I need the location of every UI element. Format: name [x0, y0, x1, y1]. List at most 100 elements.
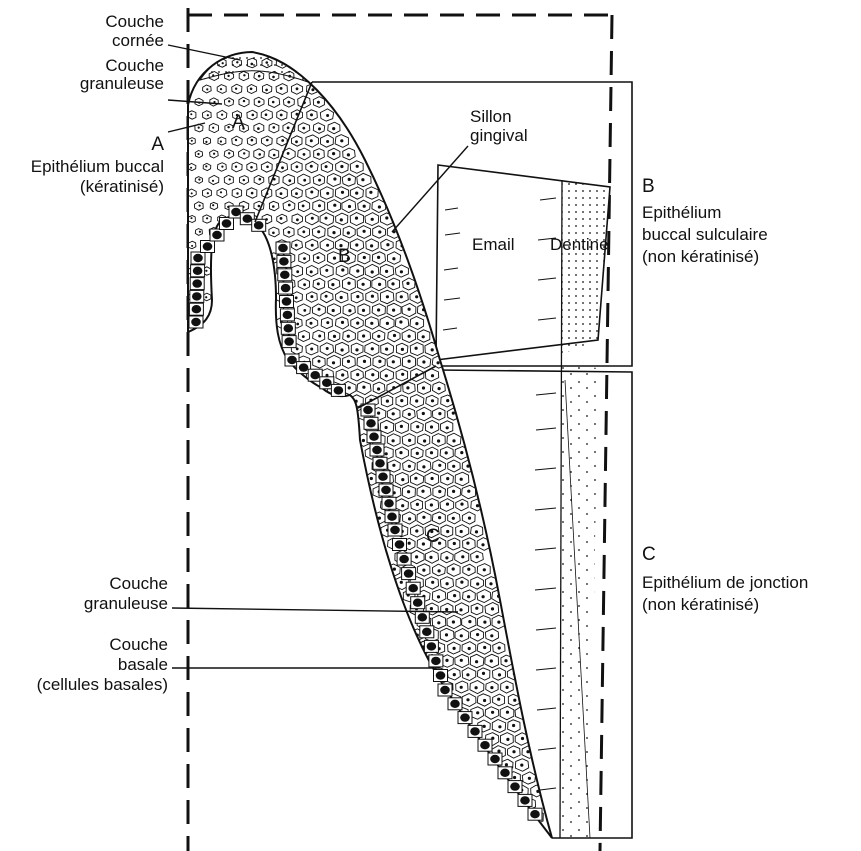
cell-nucleus: [348, 386, 351, 389]
cell-nucleus: [452, 465, 455, 468]
cell-nucleus: [483, 621, 486, 624]
cell-nucleus: [205, 165, 207, 167]
label-epithelium-buccal: Epithélium buccal: [31, 157, 164, 176]
cell-nucleus: [377, 256, 380, 259]
cell-nucleus: [445, 633, 448, 636]
basal-cell-nucleus: [369, 433, 379, 441]
basal-cell-nucleus: [203, 242, 213, 250]
cell-nucleus: [302, 205, 305, 208]
cell-nucleus: [415, 322, 418, 325]
basal-cell-nucleus: [372, 446, 382, 454]
basal-cell-nucleus: [404, 569, 414, 577]
cell-nucleus: [318, 127, 321, 130]
cell-nucleus: [341, 373, 344, 376]
cell-nucleus: [408, 360, 411, 363]
cell-nucleus: [400, 425, 403, 428]
cell-nucleus: [445, 608, 448, 611]
dentine-lower: [560, 365, 598, 838]
cell-nucleus: [295, 192, 298, 195]
cell-nucleus: [369, 191, 372, 194]
cell-nucleus: [460, 686, 463, 689]
cell-nucleus: [392, 309, 395, 312]
cell-nucleus: [422, 516, 425, 519]
cell-nucleus: [438, 490, 441, 493]
cell-nucleus: [362, 386, 365, 389]
cell-nucleus: [475, 607, 478, 610]
cell-nucleus: [423, 439, 426, 442]
cell-nucleus: [318, 308, 321, 311]
cell-nucleus: [205, 141, 207, 143]
cell-nucleus: [408, 335, 411, 338]
cell-nucleus: [445, 659, 448, 662]
cell-nucleus: [393, 568, 396, 571]
cell-nucleus: [408, 439, 411, 442]
cell-nucleus: [362, 309, 365, 312]
basal-cell-nucleus: [322, 379, 332, 387]
cell-nucleus: [468, 620, 471, 623]
label-couche-cornee-1: Couche: [105, 12, 164, 31]
leader-couche-cornee: [168, 45, 240, 60]
label-a-letter: A: [151, 134, 164, 155]
cell-nucleus: [452, 517, 455, 520]
cell-nucleus: [333, 335, 336, 338]
cell-nucleus: [363, 360, 366, 363]
cell-nucleus: [332, 231, 335, 234]
cell-nucleus: [243, 100, 245, 102]
cell-nucleus: [273, 154, 276, 157]
region-letter-b: B: [338, 246, 351, 267]
cell-nucleus: [191, 192, 193, 194]
cell-nucleus: [311, 244, 314, 247]
basal-cell-nucleus: [193, 254, 203, 262]
basal-cell-nucleus: [399, 555, 409, 563]
cell-nucleus: [361, 178, 364, 181]
basal-cell-nucleus: [279, 257, 289, 265]
cell-nucleus: [422, 360, 425, 363]
cell-nucleus: [526, 750, 529, 753]
basal-cell-nucleus: [299, 363, 309, 371]
cell-nucleus: [481, 543, 484, 546]
cell-nucleus: [317, 101, 320, 104]
cell-nucleus: [378, 517, 381, 520]
cell-nucleus: [287, 101, 290, 104]
cell-nucleus: [483, 725, 486, 728]
cell-nucleus: [273, 258, 276, 261]
cell-nucleus: [191, 245, 193, 247]
cell-nucleus: [506, 738, 509, 741]
cell-nucleus: [347, 153, 350, 156]
cell-nucleus: [296, 165, 299, 168]
cell-nucleus: [227, 126, 229, 128]
cell-nucleus: [371, 295, 374, 298]
cell-nucleus: [386, 400, 389, 403]
cell-nucleus: [348, 309, 351, 312]
cell-nucleus: [468, 517, 471, 520]
cell-nucleus: [199, 205, 201, 207]
label-couche-granuleuse-bottom-2: granuleuse: [84, 594, 168, 613]
label-buccal-sulculaire: buccal sulculaire: [642, 225, 768, 244]
cell-nucleus: [317, 153, 320, 156]
basal-cell-nucleus: [192, 292, 202, 300]
cell-nucleus: [476, 633, 479, 636]
cell-nucleus: [326, 192, 329, 195]
cell-nucleus: [466, 465, 469, 468]
cell-nucleus: [513, 699, 516, 702]
cell-nucleus: [325, 295, 328, 298]
cell-nucleus: [400, 295, 403, 298]
cell-nucleus: [303, 283, 306, 286]
cell-nucleus: [385, 348, 388, 351]
cell-nucleus: [266, 139, 269, 142]
basal-cell-nucleus: [500, 769, 510, 777]
cell-nucleus: [317, 230, 320, 233]
cell-nucleus: [356, 295, 359, 298]
cell-nucleus: [221, 114, 223, 116]
cell-nucleus: [498, 673, 501, 676]
cell-nucleus: [483, 568, 486, 571]
cell-nucleus: [363, 230, 366, 233]
cell-nucleus: [505, 763, 508, 766]
cell-nucleus: [311, 88, 314, 91]
cell-nucleus: [385, 426, 388, 429]
cell-nucleus: [296, 87, 299, 90]
cell-nucleus: [476, 555, 479, 558]
label-sillon: Sillon: [470, 107, 512, 126]
cell-nucleus: [190, 167, 192, 169]
cell-nucleus: [363, 205, 366, 208]
